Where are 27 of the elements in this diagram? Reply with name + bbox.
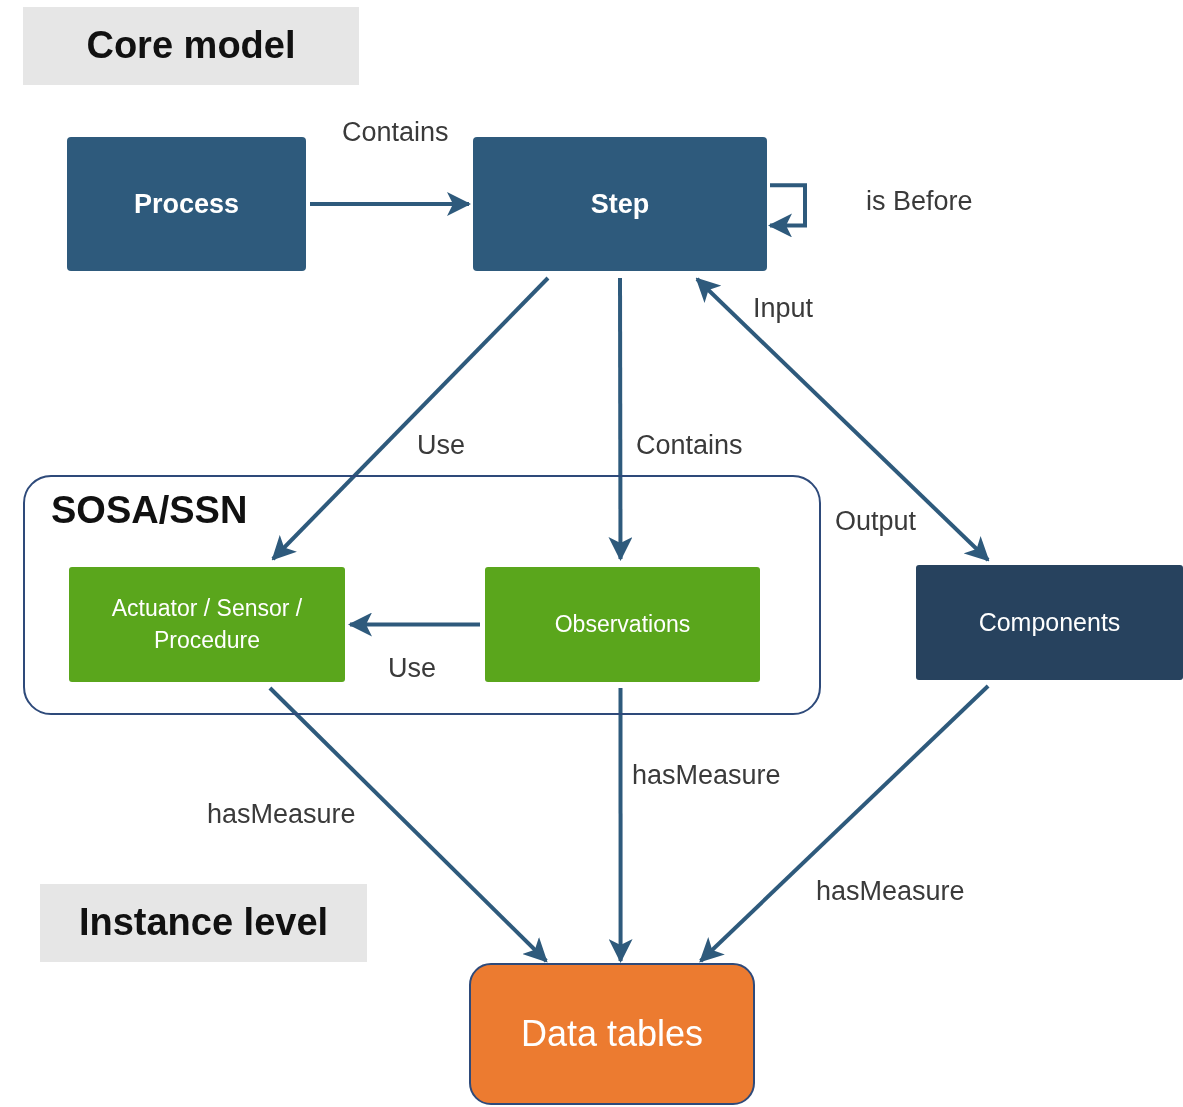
title-banner xyxy=(23,7,359,85)
arrow xyxy=(310,192,471,216)
node-label: Data tables xyxy=(519,1011,705,1056)
arrow xyxy=(271,276,550,561)
arrow xyxy=(695,277,990,562)
process-box xyxy=(67,137,306,271)
arrow xyxy=(608,278,633,561)
arrow xyxy=(348,612,480,637)
arrow xyxy=(608,688,633,963)
node-label: Observations xyxy=(553,609,692,639)
class-box xyxy=(485,567,760,682)
arrow xyxy=(768,183,807,238)
node-label: Process xyxy=(132,187,241,221)
arrow xyxy=(699,684,990,963)
node-label: Step xyxy=(589,187,651,221)
output-box xyxy=(469,963,755,1105)
title-banner xyxy=(40,884,367,962)
banner-text: Core model xyxy=(85,23,297,69)
group-container xyxy=(23,475,821,715)
class-box xyxy=(69,567,345,682)
node-label: Actuator / Sensor / Procedure xyxy=(110,594,304,655)
process-box xyxy=(473,137,767,271)
class-box xyxy=(916,565,1183,680)
group-heading: SOSA/SSN xyxy=(50,488,249,533)
node-label: Components xyxy=(977,606,1122,638)
arrow xyxy=(268,686,548,963)
banner-text: Instance level xyxy=(77,900,330,946)
